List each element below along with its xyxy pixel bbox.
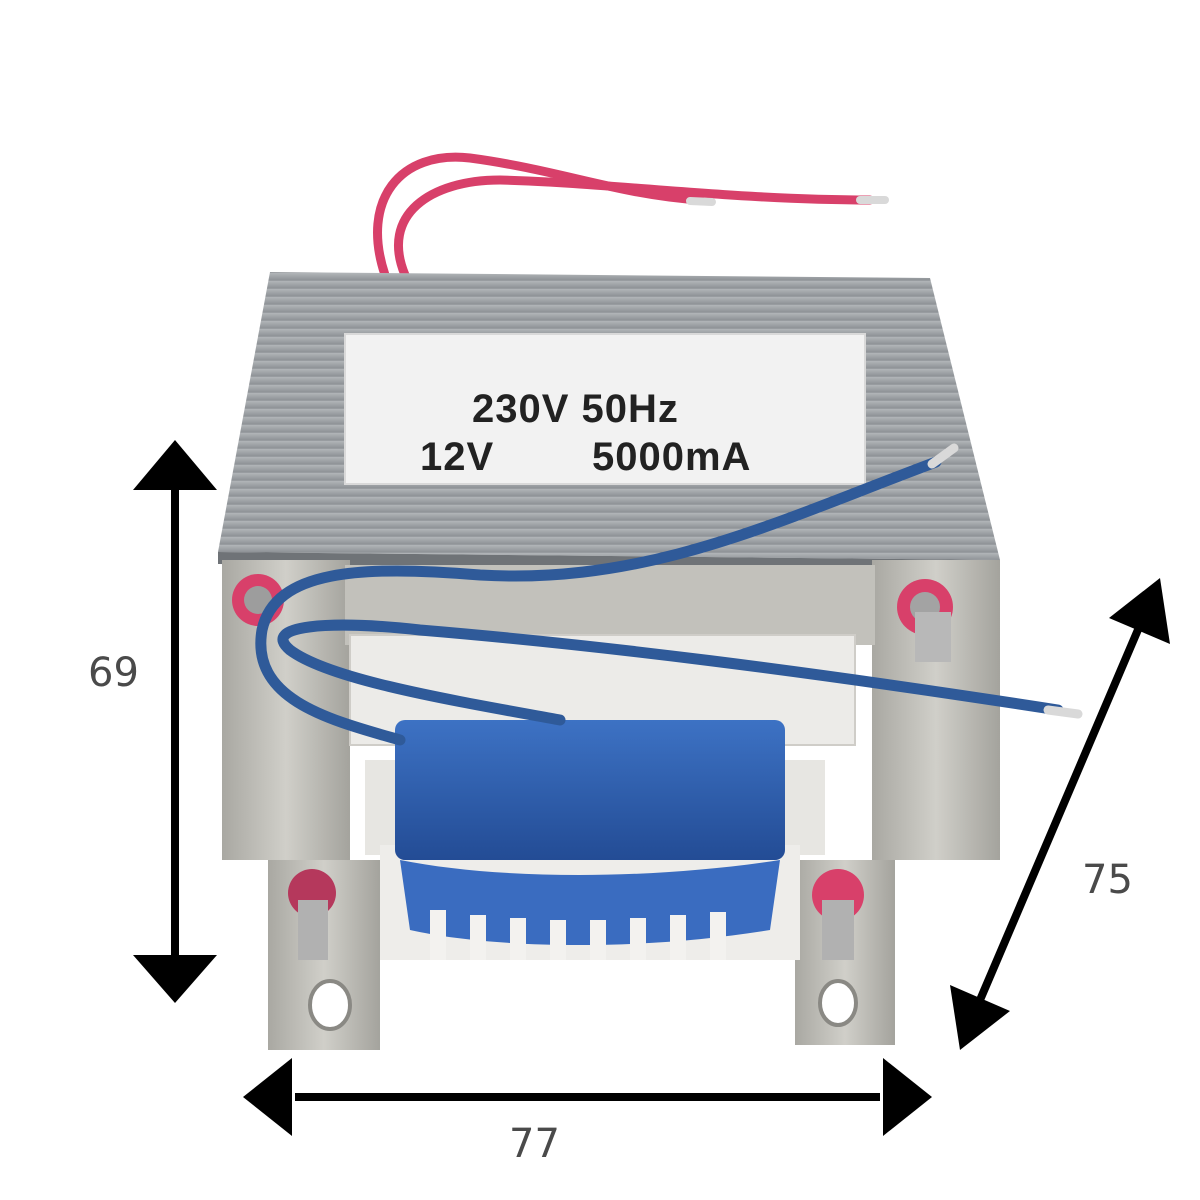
depth-dimension-label: 75 — [1082, 857, 1133, 903]
height-dimension-label: 69 — [88, 650, 139, 696]
mounting-bolts — [232, 574, 953, 960]
depth-dimension-arrow — [950, 578, 1170, 1050]
height-dimension-arrow — [133, 440, 217, 1003]
secondary-wires — [255, 443, 1083, 746]
label-line-1: 230V 50Hz — [472, 387, 679, 431]
label-plate: 230V 50Hz 12V 5000mA — [344, 333, 866, 485]
label-voltage: 12V — [420, 435, 494, 479]
width-dimension-label: 77 — [509, 1121, 560, 1167]
label-current: 5000mA — [592, 435, 751, 479]
primary-wires — [373, 152, 889, 280]
width-dimension-arrow — [243, 1058, 932, 1136]
coil-bobbin — [349, 634, 856, 960]
